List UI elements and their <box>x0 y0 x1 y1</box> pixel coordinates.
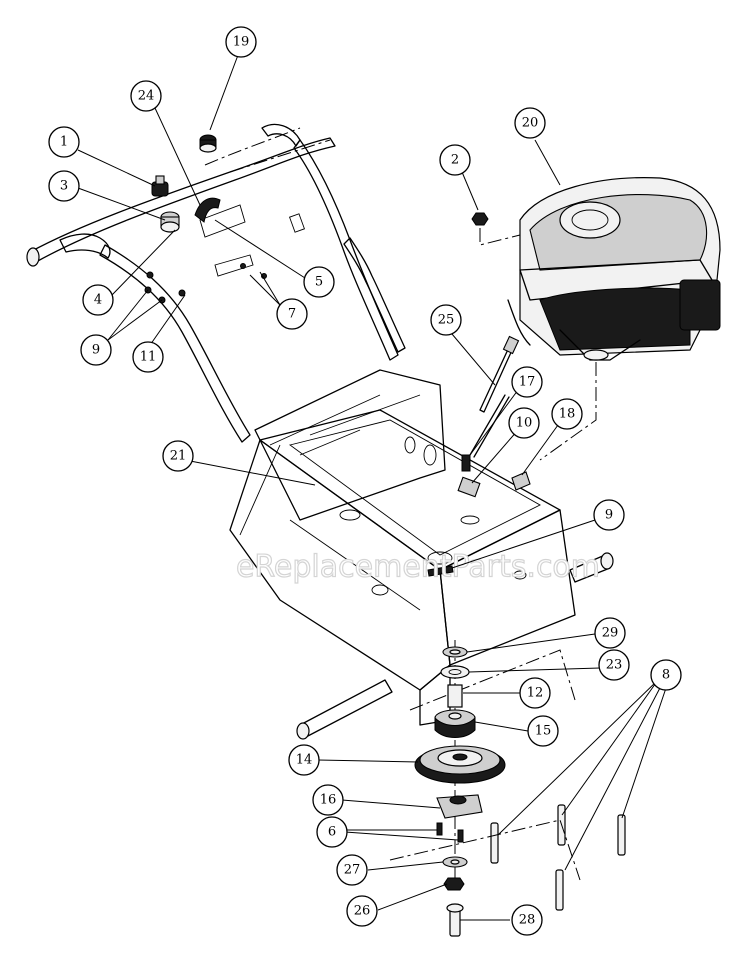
handle-assembly <box>26 123 406 443</box>
callout-9-handle-label: 9 <box>92 343 100 358</box>
pulley-stack <box>414 640 506 937</box>
part-3-knob <box>160 211 180 233</box>
part-19-cap <box>199 134 217 153</box>
engine-phantom-line-1 <box>479 228 521 246</box>
callout-23: 23 <box>598 649 630 681</box>
watermark: eReplacementParts.com <box>236 550 600 585</box>
callout-23-label: 23 <box>606 658 623 673</box>
part-10-connector <box>457 454 481 498</box>
callout-26-label: 26 <box>354 904 371 919</box>
callout-3-label: 3 <box>60 179 68 194</box>
handle-fasteners <box>144 263 267 304</box>
leader-lines <box>77 54 667 921</box>
callout-19-label: 19 <box>233 35 250 50</box>
callout-21: 21 <box>162 440 194 472</box>
callout-5: 5 <box>303 266 335 298</box>
callout-17: 17 <box>511 366 543 398</box>
callout-9-deck-label: 9 <box>605 508 613 523</box>
callout-2-label: 2 <box>451 153 459 168</box>
callout-8: 8 <box>650 659 682 691</box>
callout-18: 18 <box>551 398 583 430</box>
callout-12: 12 <box>519 677 551 709</box>
engine-phantom-line-2 <box>539 362 597 461</box>
callout-2: 2 <box>439 144 471 176</box>
frame-deck <box>229 369 614 740</box>
callout-3: 3 <box>48 170 80 202</box>
part-24-lever <box>194 197 221 223</box>
callout-15: 15 <box>527 715 559 747</box>
callout-27-label: 27 <box>344 863 361 878</box>
callout-11: 11 <box>132 341 164 373</box>
callout-12-label: 12 <box>527 686 544 701</box>
part-1-switch <box>151 175 169 197</box>
part-20-engine <box>507 177 721 361</box>
callout-8-label: 8 <box>662 668 670 683</box>
callout-28: 28 <box>511 904 543 936</box>
callout-10-label: 10 <box>516 416 533 431</box>
callout-19: 19 <box>225 26 257 58</box>
callout-5-label: 5 <box>315 275 323 290</box>
callout-28-label: 28 <box>519 913 536 928</box>
callout-24-label: 24 <box>138 89 155 104</box>
callout-7: 7 <box>276 298 308 330</box>
callout-29-label: 29 <box>602 626 619 641</box>
callout-14: 14 <box>288 744 320 776</box>
part-17-cable <box>469 394 510 458</box>
callout-25-label: 25 <box>438 313 455 328</box>
callout-10: 10 <box>508 407 540 439</box>
callout-25: 25 <box>430 304 462 336</box>
part-25-dipstick <box>479 335 520 413</box>
callout-20-label: 20 <box>522 116 539 131</box>
callout-11-label: 11 <box>140 350 157 365</box>
part-2-nut <box>471 212 489 226</box>
callout-4: 4 <box>82 284 114 316</box>
callout-17-label: 17 <box>519 375 536 390</box>
part-8-bolts <box>389 804 626 911</box>
callout-16-label: 16 <box>320 793 337 808</box>
part-18-clip <box>511 471 531 491</box>
callout-24: 24 <box>130 80 162 112</box>
callout-18-label: 18 <box>559 407 576 422</box>
callout-26: 26 <box>346 895 378 927</box>
callout-1: 1 <box>48 126 80 158</box>
callout-27: 27 <box>336 854 368 886</box>
callout-21-label: 21 <box>170 449 187 464</box>
callout-29: 29 <box>594 617 626 649</box>
callout-6: 6 <box>316 816 348 848</box>
callout-9-handle: 9 <box>80 334 112 366</box>
part-9-bolt-deck <box>427 565 454 577</box>
callout-14-label: 14 <box>296 753 313 768</box>
callout-4-label: 4 <box>94 293 102 308</box>
callout-7-label: 7 <box>288 307 296 322</box>
callout-1-label: 1 <box>60 135 68 150</box>
callout-20: 20 <box>514 107 546 139</box>
callout-15-label: 15 <box>535 724 552 739</box>
callout-6-label: 6 <box>328 825 336 840</box>
callout-16: 16 <box>312 784 344 816</box>
callout-9-deck: 9 <box>593 499 625 531</box>
